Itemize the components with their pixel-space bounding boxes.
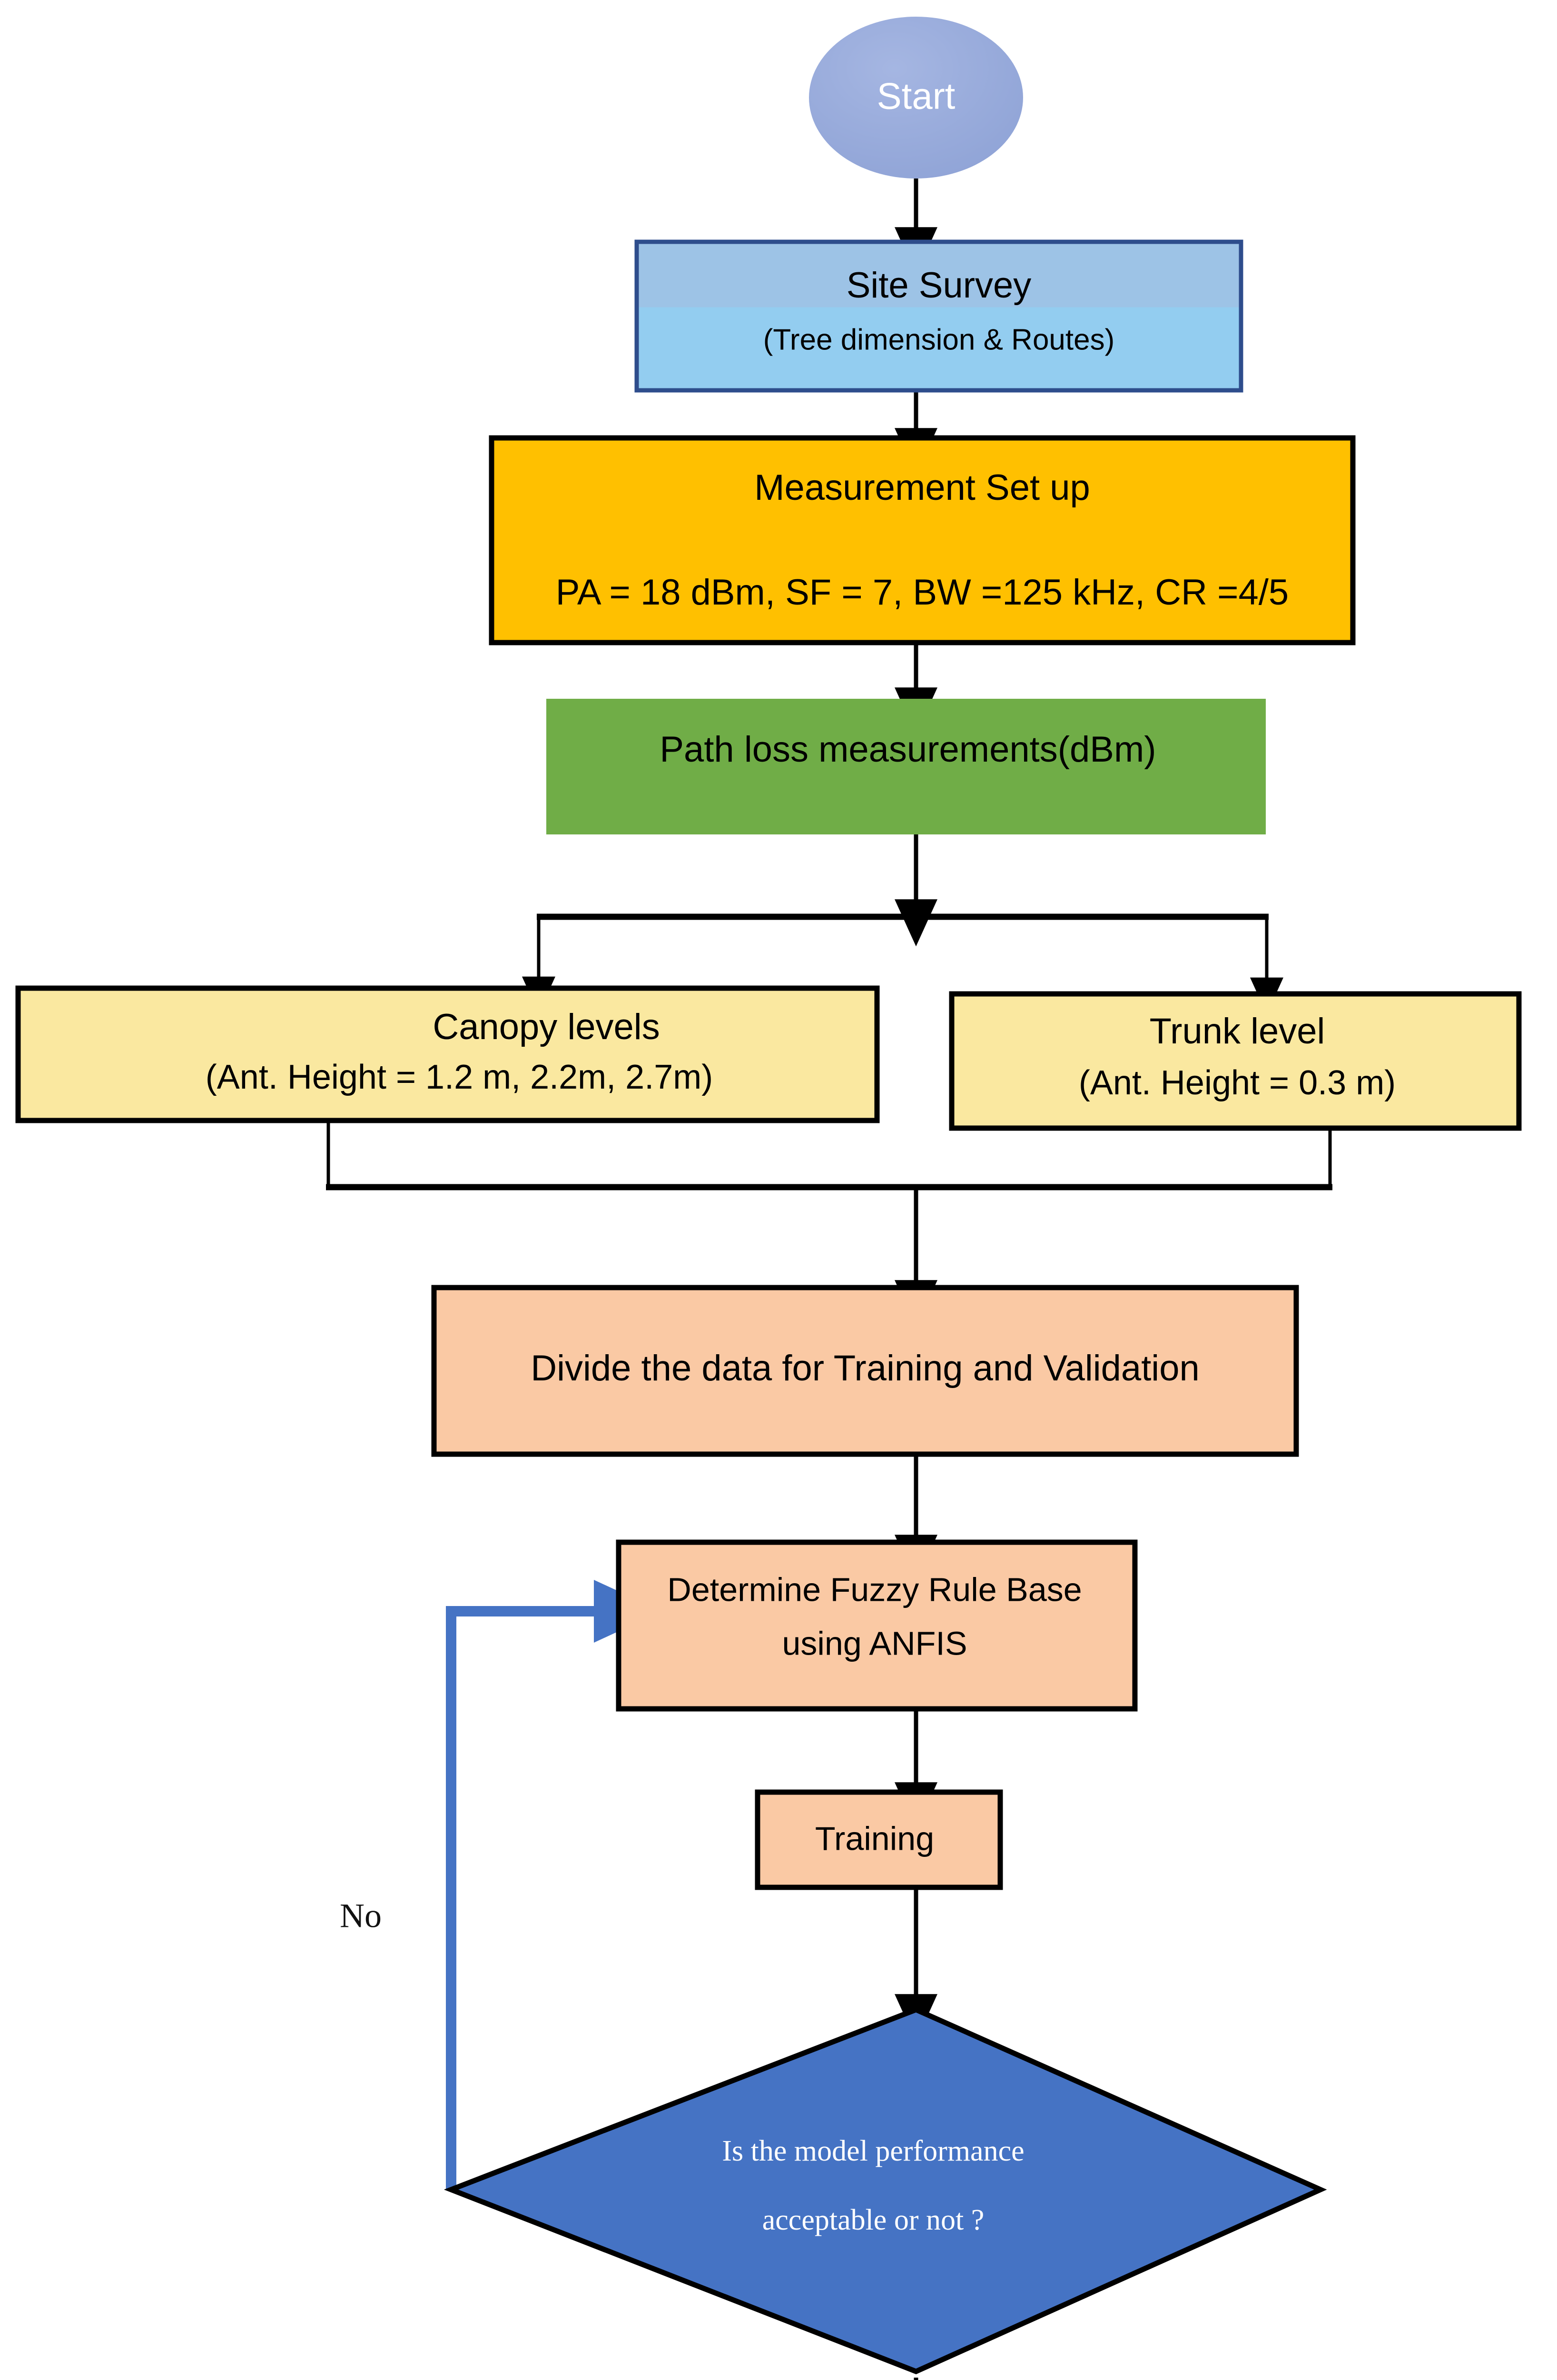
trunk-subtitle: (Ant. Height = 0.3 m) [1079,1064,1396,1102]
connector-no-feedback-loop [446,1580,662,2190]
node-training[interactable]: Training [755,1789,1003,1890]
measurement-params: PA = 18 dBm, SF = 7, BW =125 kHz, CR =4/… [556,572,1289,613]
anfis-box-shape [616,1539,1138,1712]
anfis-title: Determine Fuzzy Rule Base [667,1571,1082,1608]
trunk-box-shape [949,991,1522,1131]
canopy-subtitle: (Ant. Height = 1.2 m, 2.2m, 2.7m) [206,1058,713,1096]
anfis-subtitle: using ANFIS [782,1625,967,1662]
edge-label-no: No [340,1897,382,1935]
measurement-title: Measurement Set up [754,467,1090,508]
node-trunk-level[interactable]: Trunk level (Ant. Height = 0.3 m) [949,991,1522,1131]
canopy-title: Canopy levels [433,1007,660,1047]
training-box-shape [755,1789,1003,1890]
decision-line-1: Is the model performance [722,2135,1024,2167]
training-label: Training [815,1820,934,1857]
site-survey-subtitle: (Tree dimension & Routes) [763,323,1115,356]
node-canopy-levels[interactable]: Canopy levels (Ant. Height = 1.2 m, 2.2m… [15,985,880,1123]
node-fuzzy-rule-base[interactable]: Determine Fuzzy Rule Base using ANFIS [616,1539,1138,1712]
canopy-box-shape [15,985,880,1123]
start-label: Start [877,75,956,117]
site-survey-box-shape [634,239,1243,393]
decision-line-2: acceptable or not ? [762,2204,984,2236]
start-ellipse-shape [809,17,1023,178]
node-divide-data[interactable]: Divide the data for Training and Validat… [431,1285,1299,1457]
divide-label: Divide the data for Training and Validat… [531,1348,1199,1388]
node-measurement-setup[interactable]: Measurement Set up PA = 18 dBm, SF = 7, … [489,435,1356,645]
site-survey-title: Site Survey [847,265,1032,306]
node-path-loss[interactable]: Path loss measurements(dBm) [546,699,1266,834]
path-loss-label: Path loss measurements(dBm) [660,729,1156,770]
trunk-title: Trunk level [1150,1011,1325,1051]
node-start[interactable]: Start [809,17,1023,178]
divide-box-shape [431,1285,1299,1457]
decision-diamond-shape [443,2007,1327,2374]
node-decision[interactable]: Is the model performance acceptable or n… [443,2007,1327,2374]
measurement-box-shape [489,435,1356,645]
path-loss-box-shape [546,699,1266,834]
node-site-survey[interactable]: Site Survey (Tree dimension & Routes) [634,239,1243,393]
